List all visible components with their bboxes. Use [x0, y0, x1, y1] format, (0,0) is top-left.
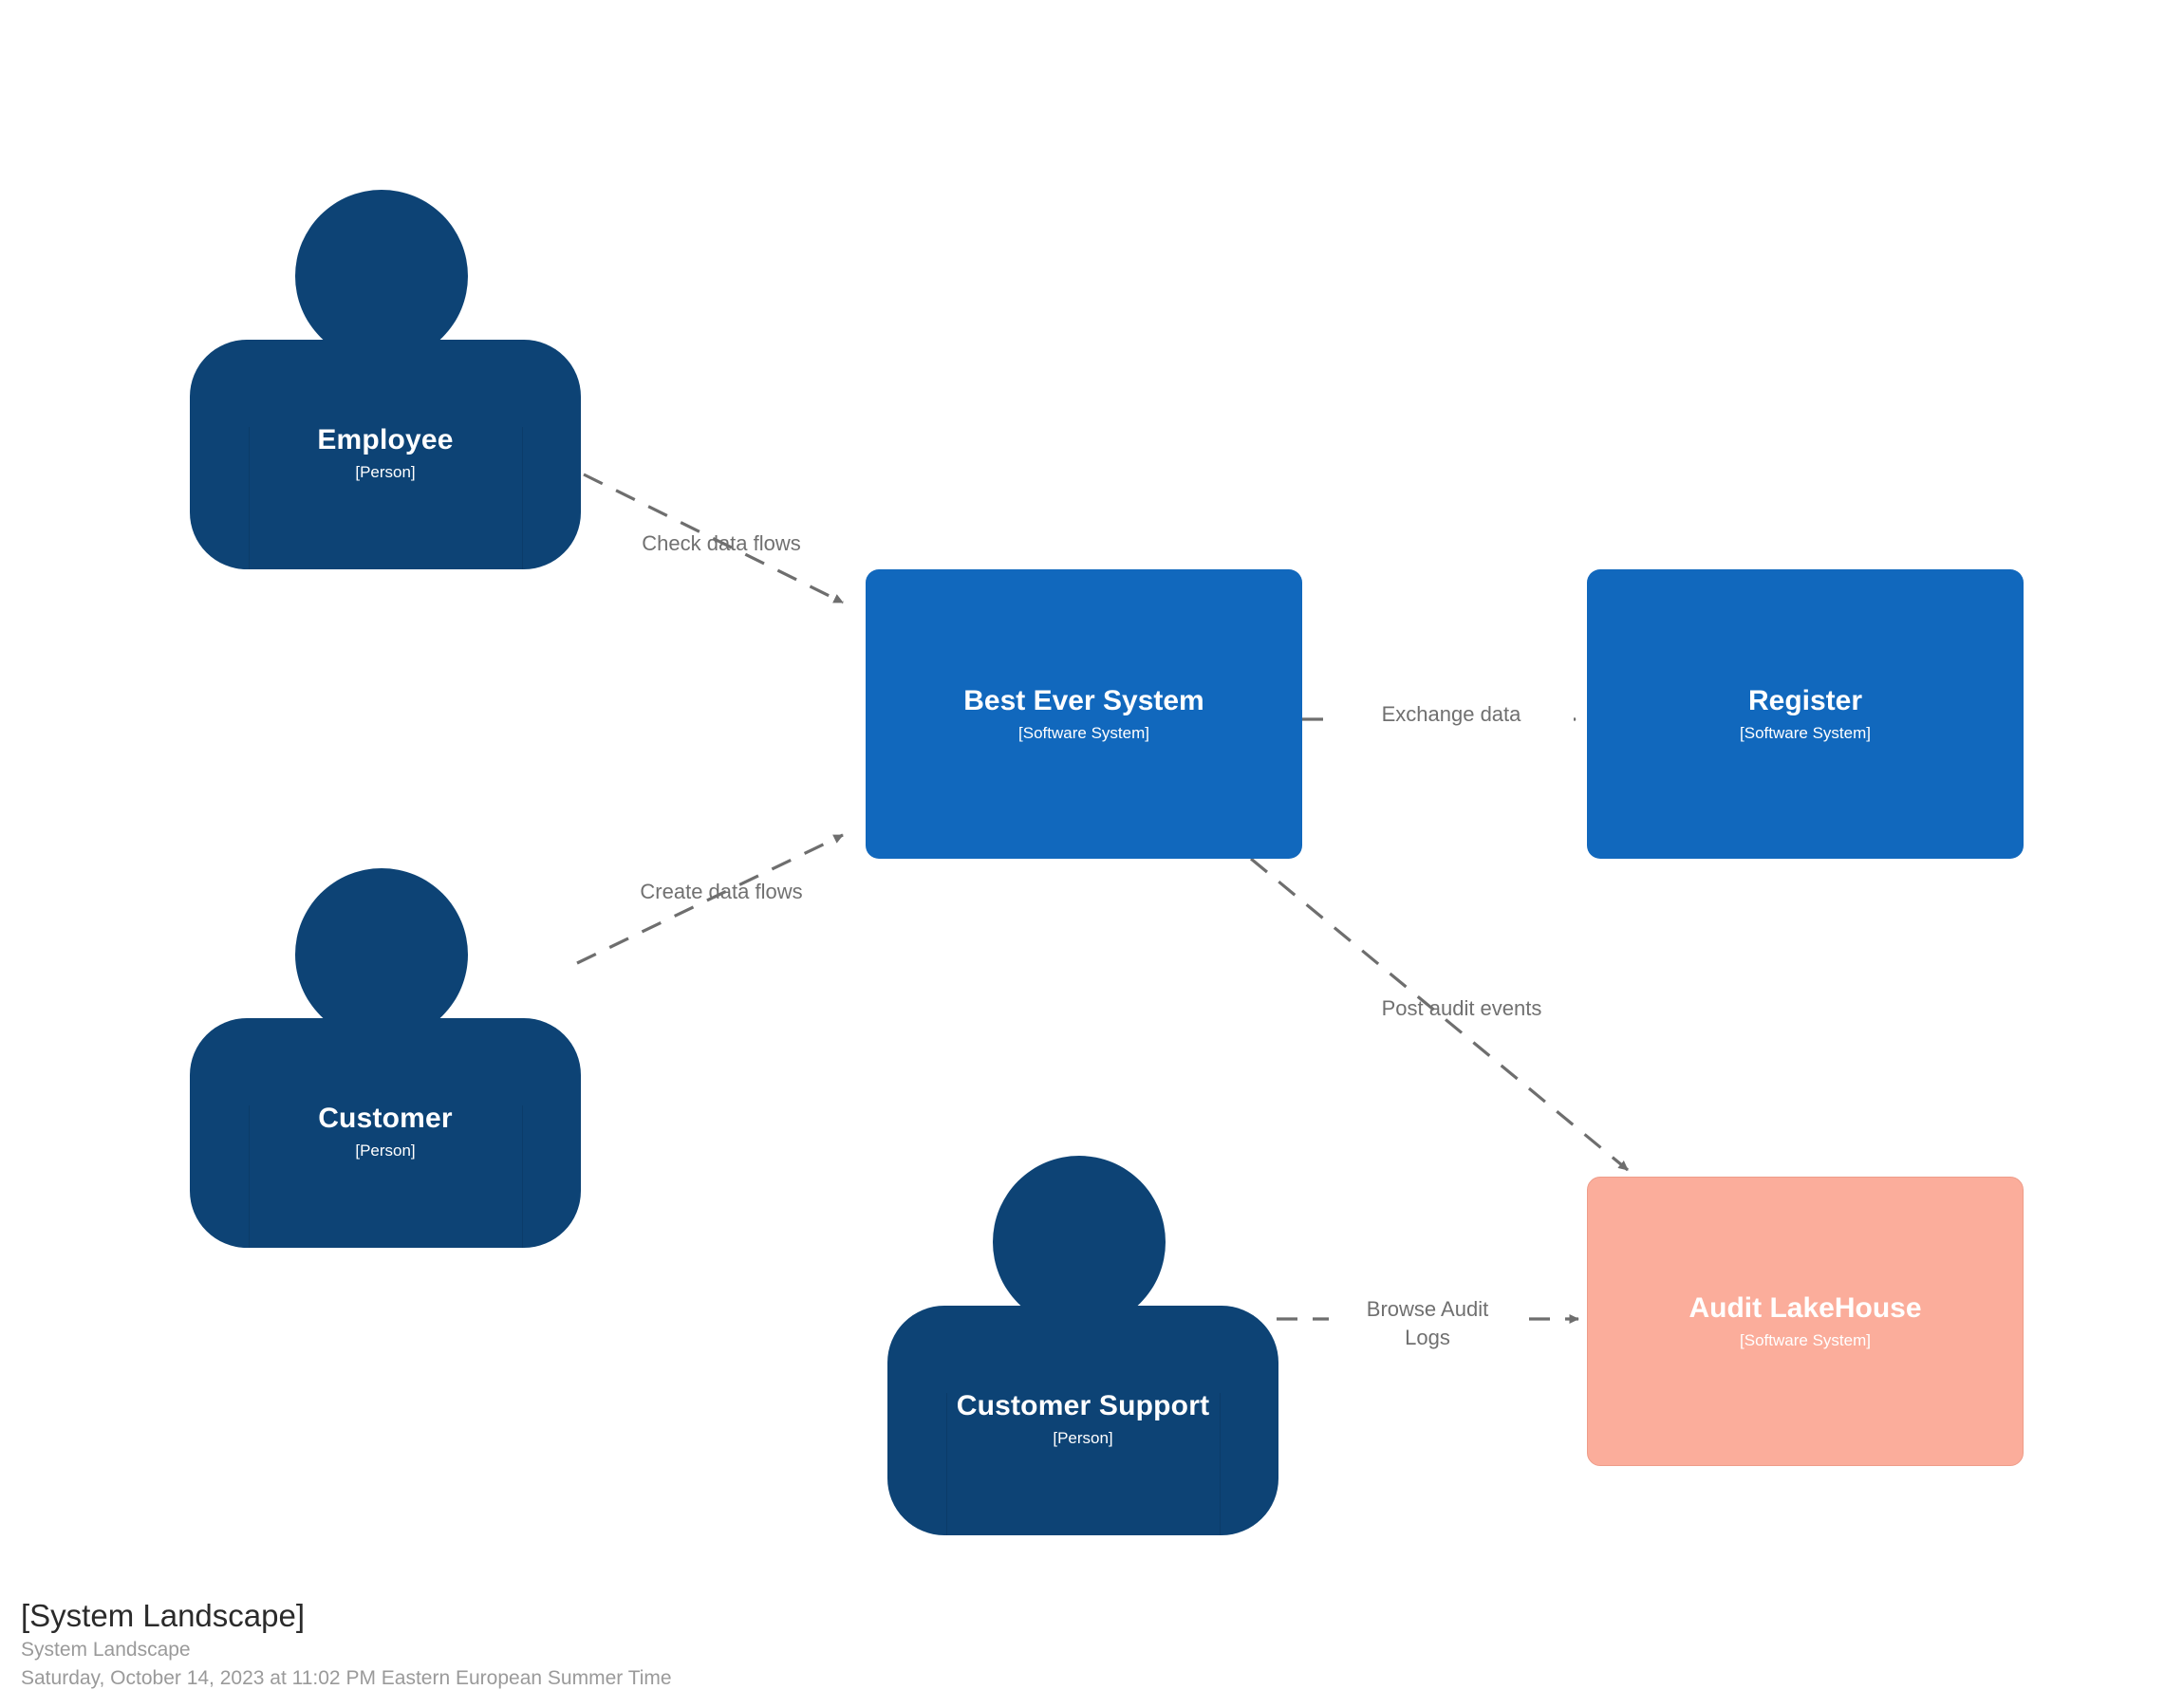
- node-customer[interactable]: Customer [Person]: [190, 868, 581, 1248]
- node-title: Register: [1747, 684, 1863, 716]
- person-arm-divider-left: [249, 427, 250, 569]
- caption-timestamp: Saturday, October 14, 2023 at 11:02 PM E…: [21, 1667, 672, 1689]
- edge-label-check-data-flows: Check data flows: [642, 531, 801, 555]
- person-body-icon: [190, 340, 581, 569]
- edge-label-browse-audit-logs: Browse Audit Logs: [1329, 1295, 1526, 1352]
- node-title: Employee: [317, 424, 454, 455]
- person-arm-divider-left: [946, 1393, 947, 1535]
- node-customer-labels: Customer [Person]: [190, 1101, 581, 1163]
- person-arm-divider-left: [249, 1105, 250, 1248]
- node-register[interactable]: Register [Software System]: [1587, 569, 2024, 859]
- node-title: Best Ever System: [963, 684, 1204, 716]
- person-body-icon: [887, 1306, 1278, 1535]
- node-customer-support-labels: Customer Support [Person]: [887, 1388, 1278, 1451]
- node-employee[interactable]: Employee [Person]: [190, 190, 581, 569]
- node-title: Audit LakeHouse: [1689, 1291, 1922, 1324]
- edge-label-create-data-flows: Create data flows: [640, 880, 803, 903]
- caption-title: [System Landscape]: [21, 1598, 305, 1633]
- person-head-icon: [295, 868, 468, 1041]
- node-kind: [Person]: [1053, 1429, 1113, 1447]
- edge-label-exchange-data: Exchange data: [1329, 700, 1574, 729]
- node-kind: [Software System]: [1740, 723, 1871, 742]
- person-head-icon: [295, 190, 468, 362]
- edge-label-post-audit-events: Post audit events: [1381, 996, 1542, 1020]
- node-title: Customer Support: [956, 1390, 1210, 1421]
- node-kind: [Person]: [355, 1142, 416, 1160]
- person-arm-divider-right: [1220, 1393, 1221, 1535]
- diagram-caption: [System Landscape] System Landscape Satu…: [21, 1596, 672, 1693]
- caption-subtitle: System Landscape: [21, 1639, 191, 1661]
- node-audit-lakehouse[interactable]: Audit LakeHouse [Software System]: [1587, 1177, 2024, 1466]
- node-customer-support[interactable]: Customer Support [Person]: [887, 1156, 1278, 1535]
- node-title: Customer: [318, 1103, 453, 1134]
- node-kind: [Software System]: [1740, 1330, 1871, 1349]
- node-kind: [Person]: [355, 463, 416, 481]
- node-employee-labels: Employee [Person]: [190, 422, 581, 485]
- person-arm-divider-right: [522, 427, 523, 569]
- node-best-ever-system[interactable]: Best Ever System [Software System]: [866, 569, 1302, 859]
- node-kind: [Software System]: [1018, 723, 1149, 742]
- person-arm-divider-right: [522, 1105, 523, 1248]
- person-head-icon: [993, 1156, 1166, 1328]
- person-body-icon: [190, 1018, 581, 1248]
